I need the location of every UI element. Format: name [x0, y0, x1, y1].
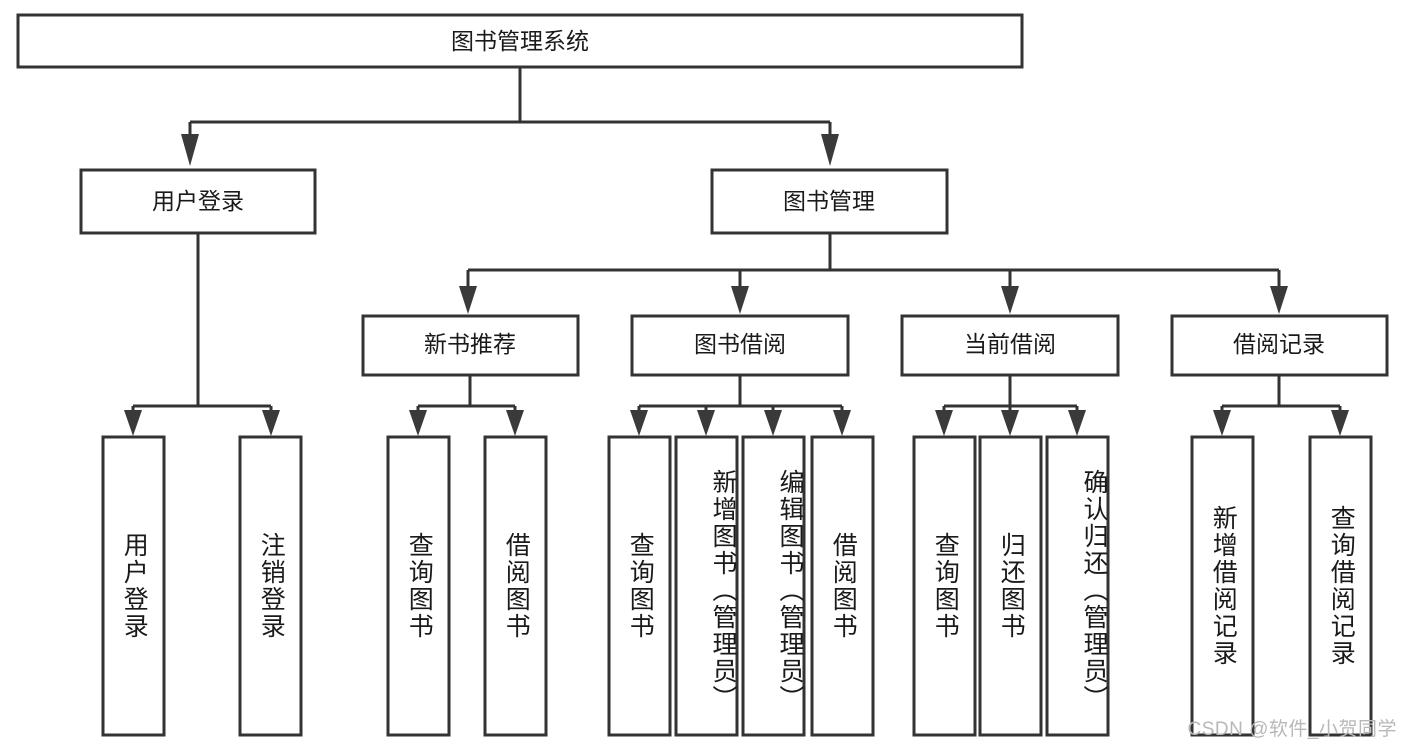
- leaf-box-nb-borrow-book[interactable]: [483, 435, 548, 737]
- leaf-box-bb-edit-book[interactable]: [741, 435, 806, 737]
- node-borrow-record-label: 借阅记录: [1233, 331, 1325, 357]
- arrowhead-leaf-bb-add: [697, 410, 715, 436]
- arrowhead-leaf-nb-borrow: [506, 410, 524, 436]
- arrowhead-leaf-user-login: [124, 410, 142, 436]
- node-current-borrow-box[interactable]: [900, 314, 1120, 377]
- arrowhead-current-borrow: [1001, 286, 1019, 314]
- node-user-login-label: 用户登录: [152, 188, 244, 214]
- arrowhead-leaf-cb-confirm: [1068, 410, 1086, 436]
- node-book-manage-box[interactable]: [710, 168, 949, 235]
- arrowhead-book-borrow: [731, 286, 749, 314]
- arrowhead-leaf-bb-query: [630, 410, 648, 436]
- node-book-borrow-label: 图书借阅: [694, 331, 786, 357]
- node-borrow-record-box[interactable]: [1170, 314, 1389, 377]
- leaf-box-bb-borrow-book[interactable]: [810, 435, 875, 737]
- node-book-manage[interactable]: 图书管理: [710, 168, 949, 235]
- connectors-new-book-leaves: [409, 376, 524, 436]
- arrowhead-leaf-br-query: [1331, 410, 1349, 436]
- node-book-borrow-box[interactable]: [630, 314, 850, 377]
- connectors-user-login-leaves: [124, 234, 280, 436]
- arrowhead-user-login: [181, 134, 199, 166]
- leaf-box-cb-confirm-return[interactable]: [1045, 435, 1110, 737]
- leaf-box-nb-query-book[interactable]: [386, 435, 451, 737]
- arrowhead-new-book: [459, 286, 477, 314]
- leaf-box-cb-return-book[interactable]: [978, 435, 1043, 737]
- leaf-box-bb-query-book[interactable]: [607, 435, 672, 737]
- connectors-root-level2: [181, 68, 839, 166]
- node-root-label: 图书管理系统: [451, 28, 589, 54]
- arrowhead-leaf-br-add: [1213, 410, 1231, 436]
- leaf-box-br-query-record[interactable]: [1308, 435, 1373, 737]
- arrowhead-leaf-logout: [262, 410, 280, 436]
- connectors-book-manage-level3: [459, 234, 1288, 314]
- connectors-current-borrow-leaves: [935, 376, 1086, 436]
- arrowhead-leaf-cb-query: [935, 410, 953, 436]
- node-current-borrow[interactable]: 当前借阅: [900, 314, 1120, 377]
- connectors-book-borrow-leaves: [630, 376, 851, 436]
- arrowhead-leaf-bb-borrow: [833, 410, 851, 436]
- leaf-box-logout[interactable]: [238, 435, 303, 737]
- connectors-borrow-record-leaves: [1213, 376, 1349, 436]
- arrowhead-book-manage: [821, 134, 839, 166]
- leaf-box-br-add-record[interactable]: [1190, 435, 1255, 737]
- node-user-login-box[interactable]: [79, 168, 317, 235]
- node-new-book-recommend[interactable]: 新书推荐: [361, 314, 580, 377]
- node-root-box[interactable]: [16, 13, 1024, 69]
- leaf-box-bb-add-book[interactable]: [674, 435, 739, 737]
- node-book-borrow[interactable]: 图书借阅: [630, 314, 850, 377]
- node-book-manage-label: 图书管理: [783, 188, 875, 214]
- arrowhead-leaf-nb-query: [409, 410, 427, 436]
- node-root[interactable]: 图书管理系统: [16, 13, 1024, 69]
- node-new-book-recommend-box[interactable]: [361, 314, 580, 377]
- arrowhead-leaf-bb-edit: [764, 410, 782, 436]
- node-user-login[interactable]: 用户登录: [79, 168, 317, 235]
- arrowhead-leaf-cb-return: [1001, 410, 1019, 436]
- node-new-book-recommend-label: 新书推荐: [424, 331, 516, 357]
- arrowhead-borrow-record: [1270, 286, 1288, 314]
- node-borrow-record[interactable]: 借阅记录: [1170, 314, 1389, 377]
- leaf-box-user-login[interactable]: [101, 435, 166, 737]
- node-current-borrow-label: 当前借阅: [964, 331, 1056, 357]
- leaf-box-cb-query-book[interactable]: [912, 435, 977, 737]
- watermark-text: CSDN @软件_小贺同学: [1187, 719, 1397, 740]
